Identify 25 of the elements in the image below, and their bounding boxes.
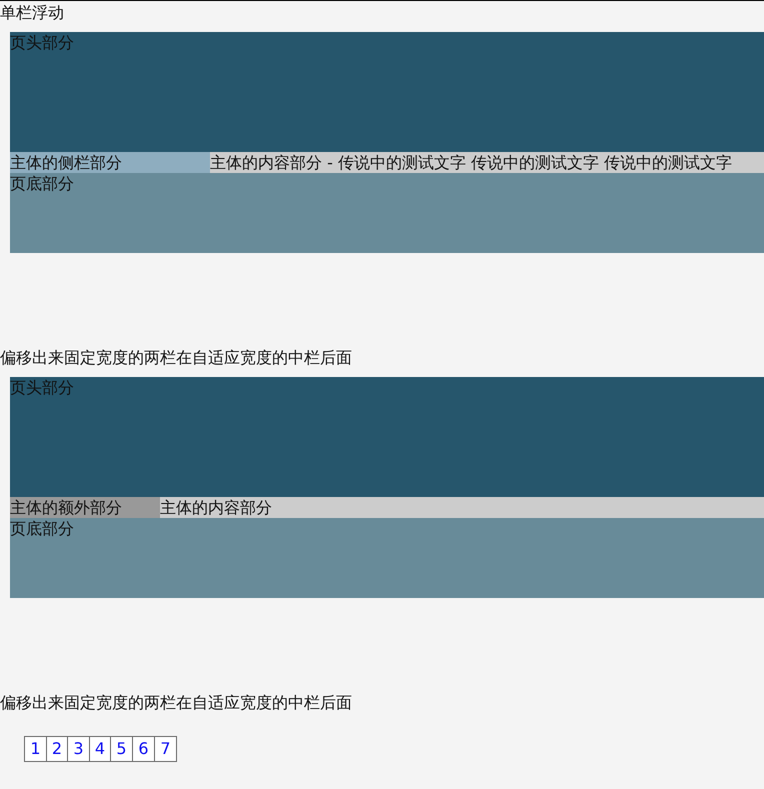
panel-label: 页底部分 [10,173,74,194]
header-panel [10,32,764,152]
section-heading: 单栏浮动 [0,2,64,23]
panel-label: 主体的内容部分 - 传说中的测试文字 传说中的测试文字 传说中的测试文字 [210,152,732,173]
page-link: 1 [24,736,47,762]
page-link: 4 [89,736,111,762]
page-link: 2 [46,736,68,762]
page-link: 3 [67,736,90,762]
page-link: 6 [132,736,155,762]
extra-panel [10,497,160,518]
panel-label: 主体的额外部分 [10,497,122,518]
section-heading: 偏移出来固定宽度的两栏在自适应宽度的中栏后面 [0,692,352,713]
footer-panel [10,173,764,253]
panel-label: 页底部分 [10,518,74,539]
panel-label: 主体的内容部分 [160,497,272,518]
sidebar-panel [10,152,210,173]
footer-panel [10,518,764,598]
panel-label: 主体的侧栏部分 [10,152,122,173]
page-link: 7 [154,736,177,762]
page-link: 5 [110,736,133,762]
panel-label: 页头部分 [10,32,74,53]
section-heading: 偏移出来固定宽度的两栏在自适应宽度的中栏后面 [0,347,352,368]
content-panel [160,497,764,518]
panel-label: 页头部分 [10,377,74,398]
header-panel [10,377,764,497]
